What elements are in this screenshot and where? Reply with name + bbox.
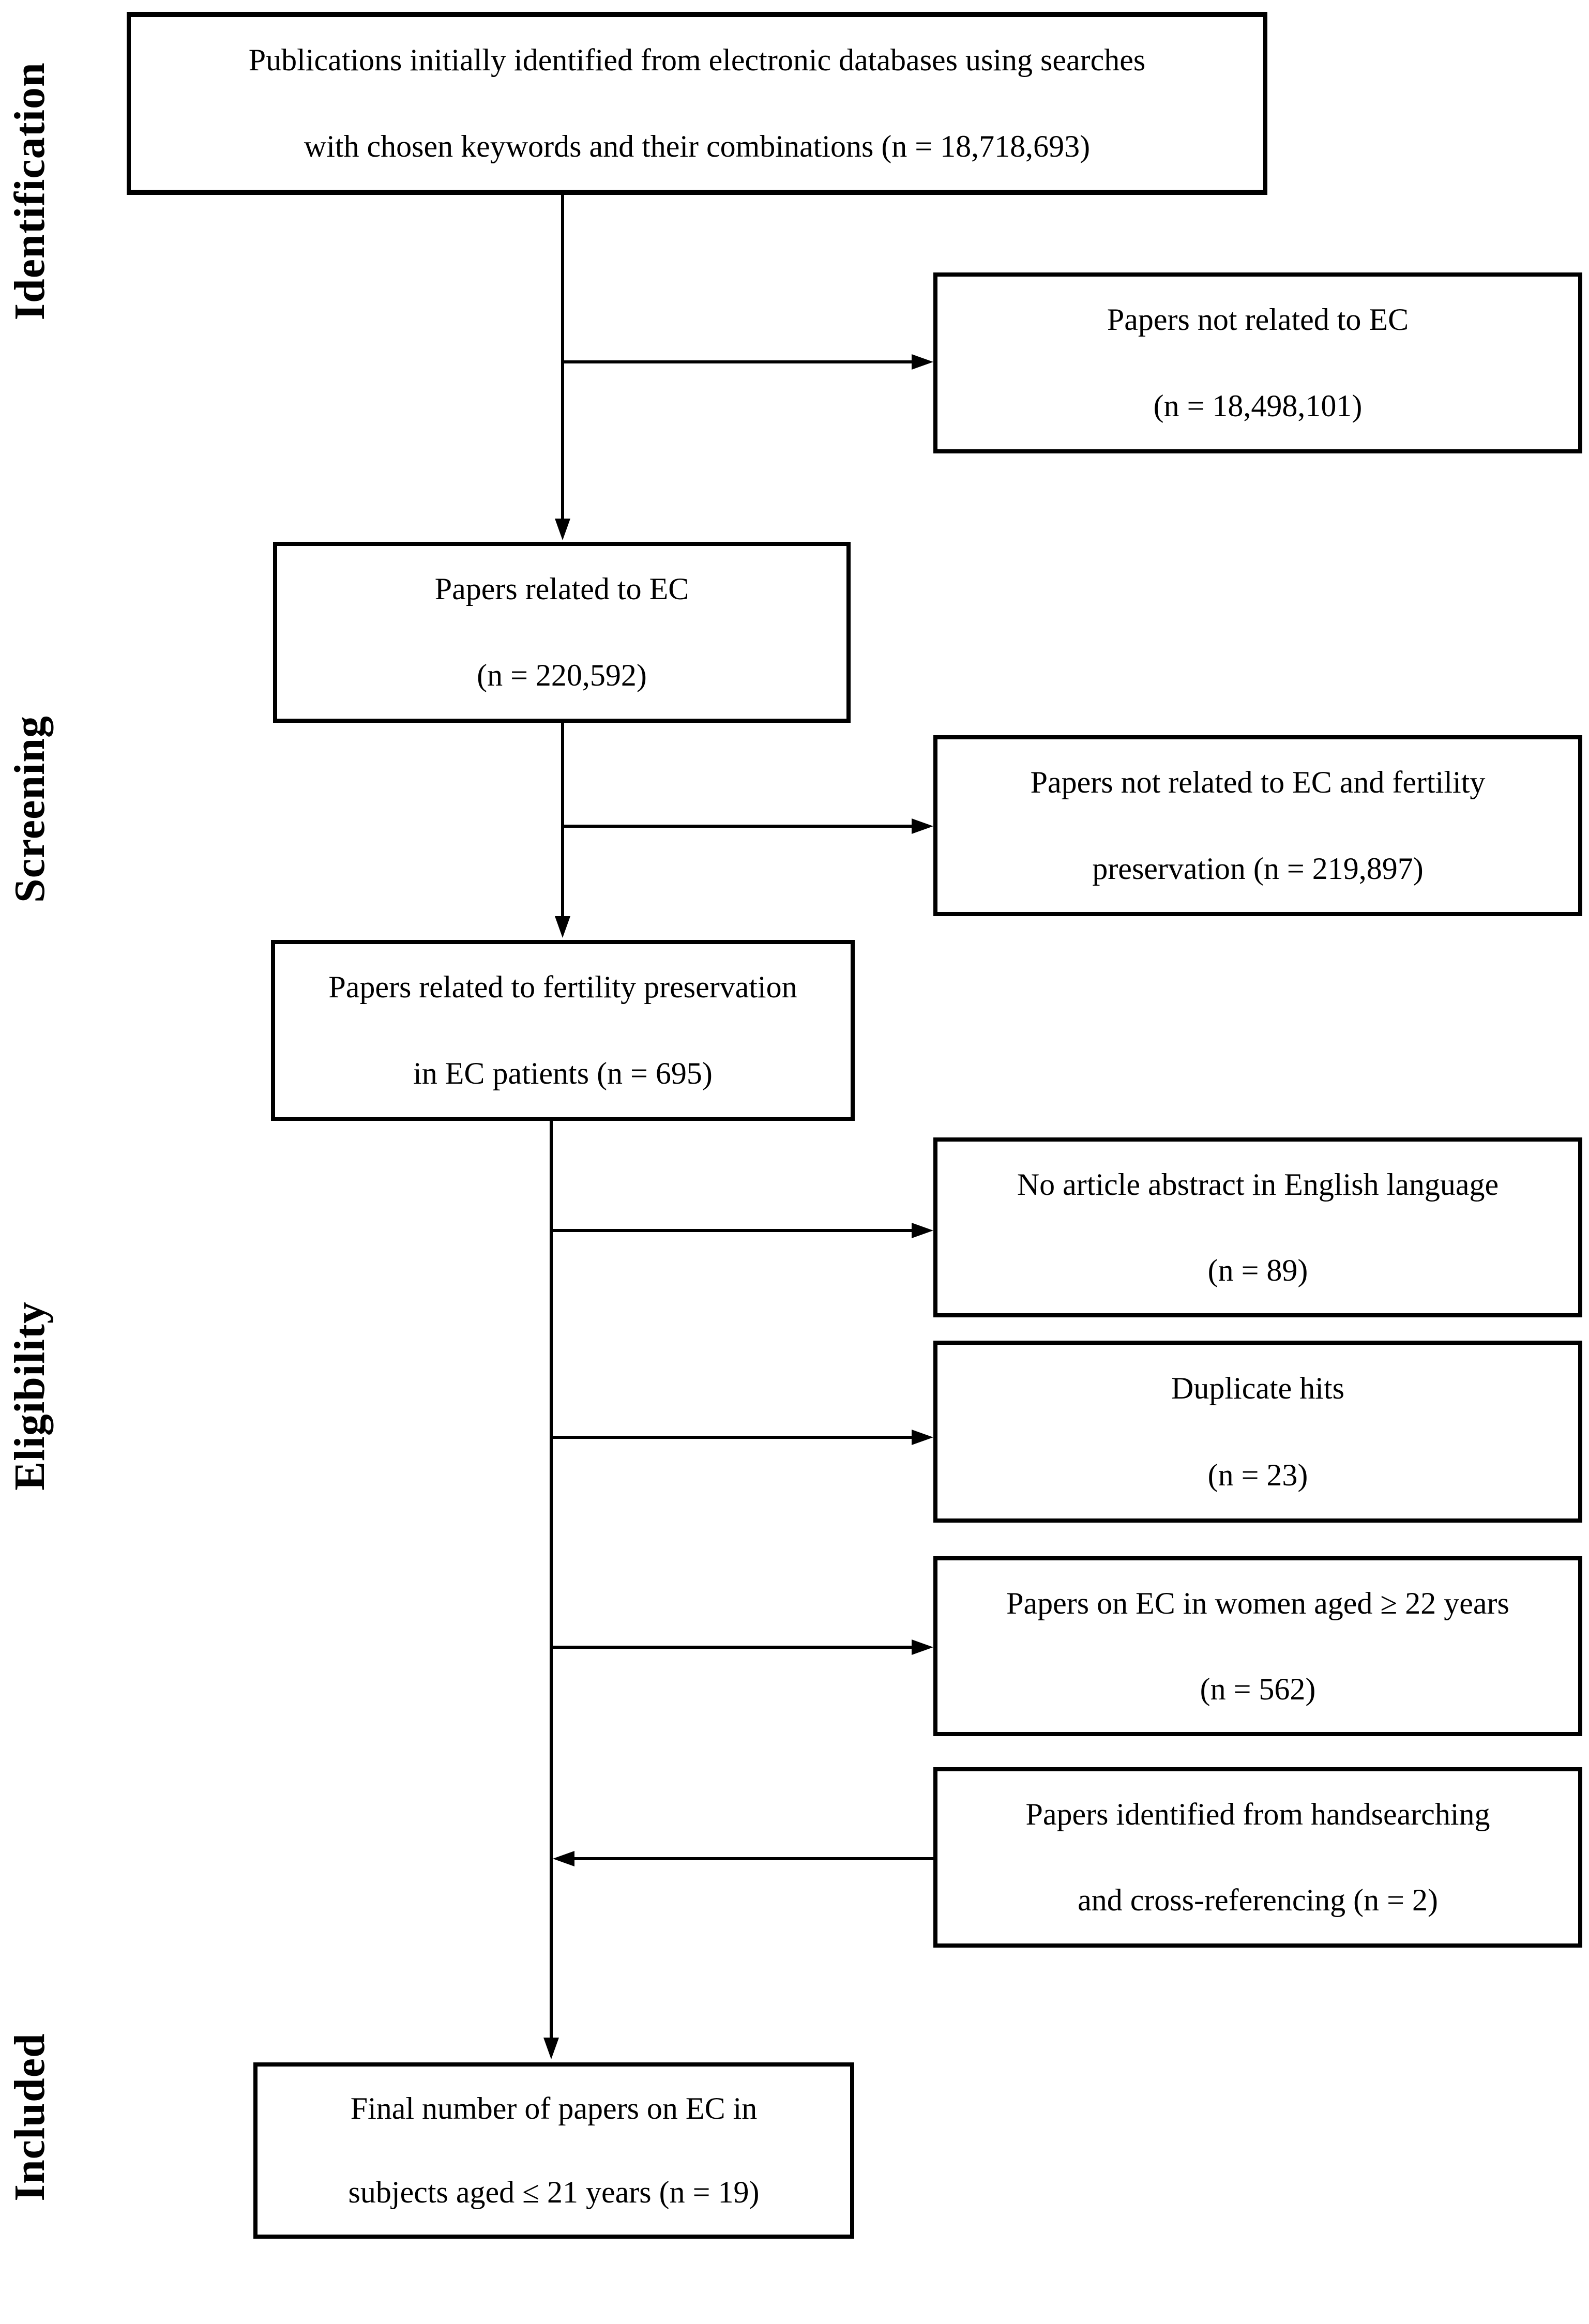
box-text-line: and cross-referencing (n = 2) (1078, 1883, 1438, 1918)
flow-line-identification-to-screening (561, 195, 564, 521)
box-papers-fertility-preservation-ec: Papers related to fertility preservation… (271, 940, 855, 1121)
stage-label-identification: Identification (5, 62, 54, 321)
box-text-line: preservation (n = 219,897) (1092, 852, 1424, 886)
box-papers-related-ec: Papers related to EC (n = 220,592) (273, 542, 851, 723)
flow-line-branch-no-english-abstract (550, 1229, 913, 1232)
box-text-line: (n = 89) (1207, 1253, 1308, 1287)
flow-line-screening-to-fertility (561, 723, 564, 918)
arrowhead-right-to-not-related-ec-fertility (912, 818, 933, 834)
box-publications-identified: Publications initially identified from e… (127, 12, 1267, 195)
arrowhead-left-from-handsearching (553, 1851, 574, 1866)
arrowhead-down-to-final-box (543, 2038, 559, 2059)
box-text-line: (n = 18,498,101) (1153, 389, 1363, 423)
stage-label-included: Included (5, 2033, 54, 2201)
box-text-line: with chosen keywords and their combinati… (304, 129, 1091, 163)
box-text-line: (n = 220,592) (477, 658, 647, 692)
box-text-line: No article abstract in English language (1017, 1167, 1499, 1202)
box-text-line: Papers identified from handsearching (1025, 1797, 1490, 1831)
box-text-line: Publications initially identified from e… (248, 43, 1146, 77)
box-text-line: (n = 562) (1200, 1672, 1316, 1706)
box-papers-women-aged-22-plus: Papers on EC in women aged ≥ 22 years (n… (933, 1556, 1582, 1736)
flow-line-branch-not-related-ec-fertility (561, 825, 913, 828)
flow-line-handsearching-into-main (574, 1857, 936, 1860)
box-text-line: in EC patients (n = 695) (413, 1056, 713, 1090)
arrowhead-right-to-aged-22-plus (912, 1639, 933, 1655)
box-no-english-abstract: No article abstract in English language … (933, 1137, 1582, 1317)
box-text-line: Final number of papers on EC in (350, 2091, 758, 2125)
box-duplicate-hits: Duplicate hits (n = 23) (933, 1341, 1582, 1523)
box-final-papers-included: Final number of papers on EC in subjects… (253, 2062, 854, 2239)
arrowhead-right-to-duplicate-hits (912, 1430, 933, 1445)
prisma-flow-diagram: { "colors": { "background": "#ffffff", "… (5, 12, 1582, 2239)
box-text-line: Papers not related to EC and fertility (1030, 765, 1486, 799)
box-text-line: Papers related to fertility preservation (328, 970, 797, 1004)
box-text-line: subjects aged ≤ 21 years (n = 19) (348, 2175, 760, 2210)
box-text-line: (n = 23) (1207, 1457, 1308, 1492)
arrowhead-right-to-no-english-abstract (912, 1223, 933, 1238)
arrowhead-down-to-fertility-preservation (555, 916, 570, 938)
box-handsearching-cross-referencing: Papers identified from handsearching and… (933, 1767, 1582, 1948)
arrowhead-right-to-not-related-ec (912, 354, 933, 370)
stage-label-eligibility: Eligibility (5, 1301, 54, 1491)
flow-line-branch-not-related-ec (561, 360, 913, 363)
box-text-line: Papers not related to EC (1107, 302, 1409, 337)
flow-line-branch-duplicate-hits (550, 1436, 913, 1439)
box-papers-not-related-ec-and-fertility: Papers not related to EC and fertility p… (933, 735, 1582, 916)
box-papers-not-related-ec: Papers not related to EC (n = 18,498,101… (933, 272, 1582, 453)
arrowhead-down-to-papers-related-ec (555, 519, 570, 540)
box-text-line: Papers related to EC (434, 572, 689, 606)
flow-line-eligibility-to-included (550, 1121, 553, 2040)
stage-label-screening: Screening (5, 715, 54, 903)
box-text-line: Duplicate hits (1171, 1371, 1344, 1405)
flow-line-branch-aged-22-plus (550, 1646, 913, 1649)
box-text-line: Papers on EC in women aged ≥ 22 years (1006, 1586, 1509, 1620)
